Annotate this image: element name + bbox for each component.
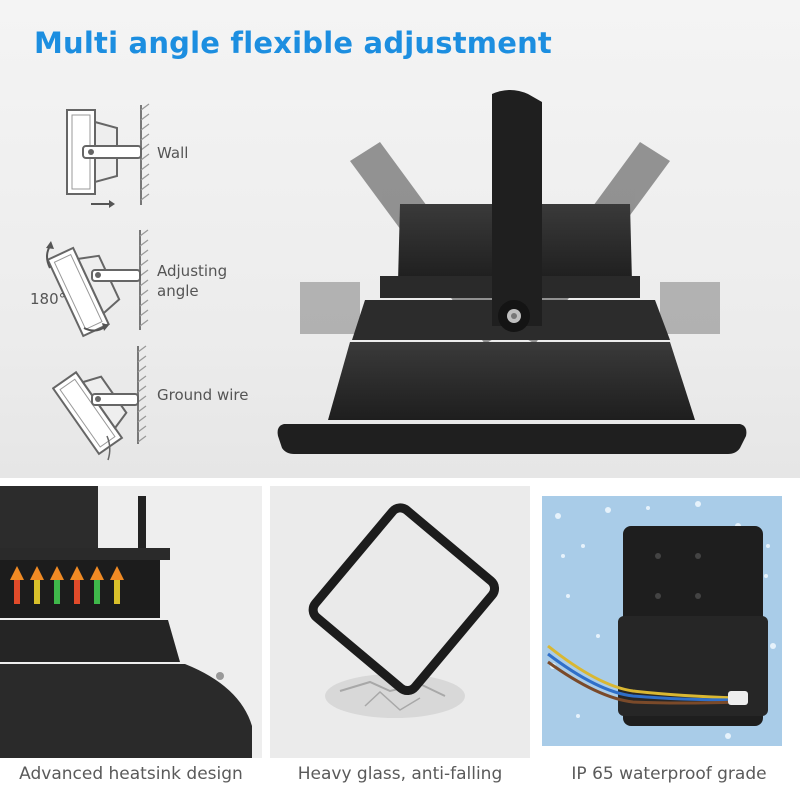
wall-label: Wall — [157, 144, 189, 162]
adjusting-angle-diagram — [46, 229, 149, 338]
rotation-degree: 180° — [30, 290, 67, 308]
adjusting-label-line1: Adjusting — [157, 262, 228, 280]
caption-glass: Heavy glass, anti-falling — [297, 764, 503, 784]
caption-heatsink: Advanced heatsink design — [19, 764, 243, 784]
page-title: Multi angle flexible adjustment — [34, 26, 552, 60]
adjusting-label-line2: angle — [157, 282, 199, 300]
floodlight-product-image — [277, 90, 747, 454]
caption-waterproof: IP 65 waterproof grade — [571, 764, 767, 784]
top-section: Multi angle flexible adjustment Wall — [0, 0, 800, 478]
wall-mount-diagram — [66, 103, 150, 208]
heatsink-image — [0, 486, 262, 758]
waterproof-image — [538, 486, 800, 758]
glass-image — [270, 486, 530, 758]
ground-wire-diagram — [52, 345, 147, 461]
ground-wire-label: Ground wire — [157, 386, 249, 404]
